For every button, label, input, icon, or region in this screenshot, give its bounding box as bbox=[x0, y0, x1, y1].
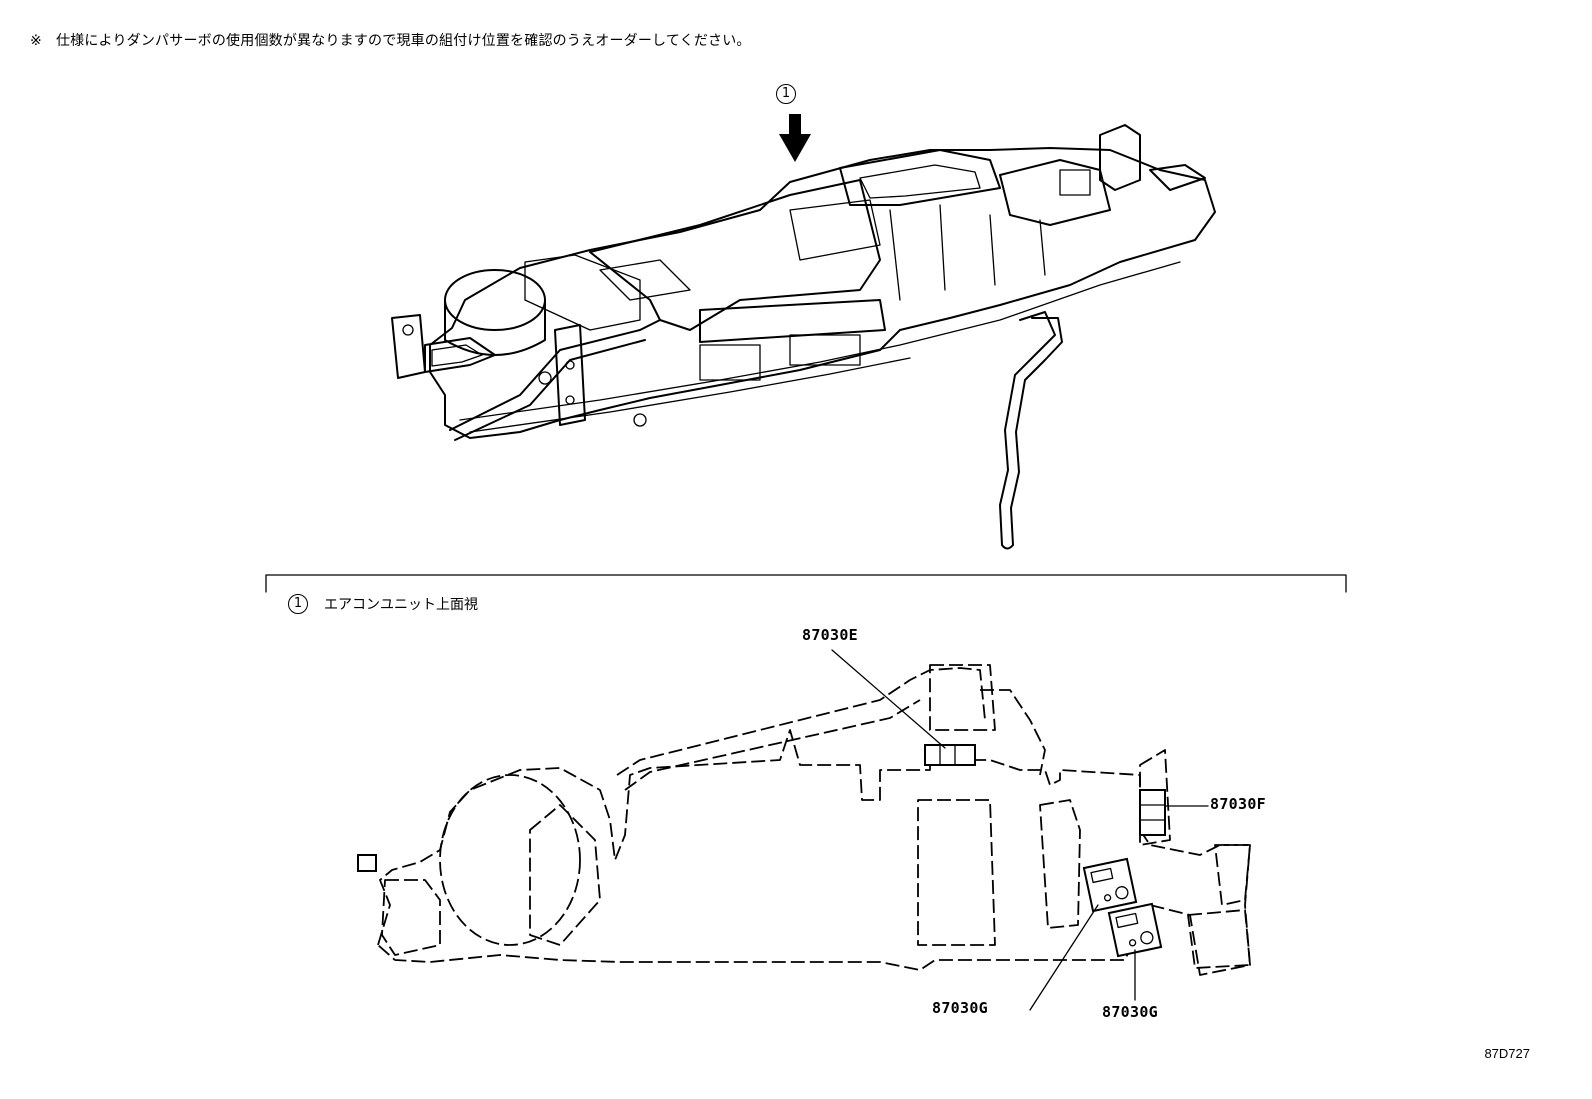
caption-number-icon: 1 bbox=[288, 594, 308, 614]
part-label-87030e[interactable]: 87030E bbox=[802, 626, 858, 644]
part-label-87030f[interactable]: 87030F bbox=[1210, 795, 1266, 813]
section-frame bbox=[265, 574, 1347, 593]
diagram-id: 87D727 bbox=[1484, 1046, 1530, 1061]
spec-note: ※ 仕様によりダンパサーボの使用個数が異なりますので現車の組付け位置を確認のうえオ… bbox=[30, 30, 751, 50]
callout-number-icon: 1 bbox=[776, 84, 796, 104]
part-label-87030g-left[interactable]: 87030G bbox=[932, 999, 988, 1017]
part-label-87030g-right[interactable]: 87030G bbox=[1102, 1003, 1158, 1021]
caption-text: エアコンユニット上面視 bbox=[324, 597, 478, 613]
ac-unit-top-view bbox=[357, 649, 1251, 1011]
down-arrow-icon bbox=[779, 114, 811, 162]
note-text: 仕様によりダンパサーボの使用個数が異なりますので現車の組付け位置を確認のうえオー… bbox=[55, 33, 751, 49]
note-mark: ※ bbox=[30, 33, 42, 49]
ac-unit-isometric bbox=[391, 124, 1216, 550]
view-caption: 1 エアコンユニット上面視 bbox=[288, 594, 478, 614]
view-callout: 1 bbox=[776, 82, 796, 104]
